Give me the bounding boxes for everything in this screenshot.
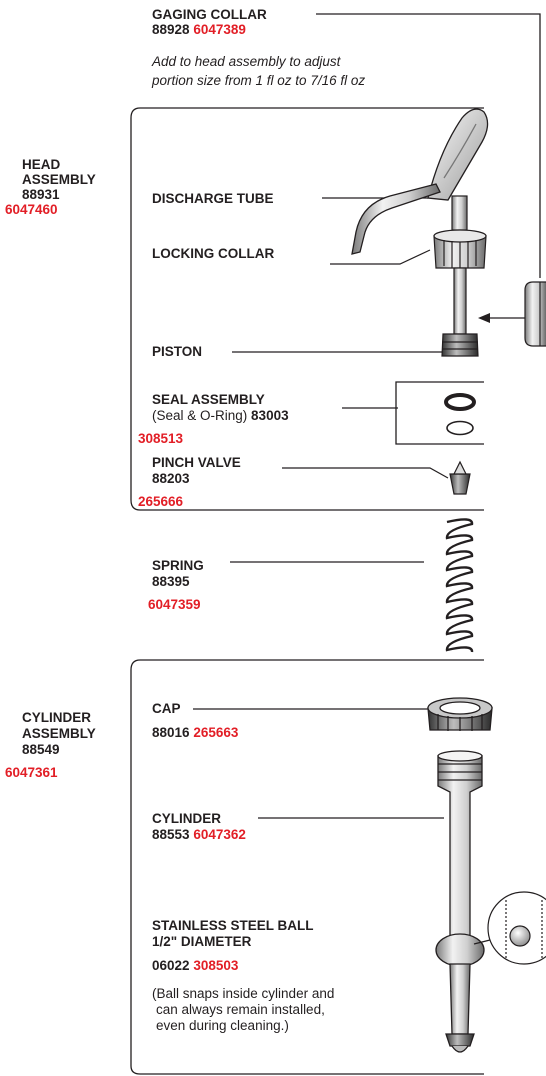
pinch-valve-alt: 265666 bbox=[138, 494, 184, 509]
pinch-valve-icon bbox=[449, 460, 471, 495]
piston-icon bbox=[441, 333, 479, 357]
seal-icon bbox=[444, 393, 476, 411]
gaging-collar-part: 88928 bbox=[152, 22, 190, 37]
head-assembly-line2: ASSEMBLY bbox=[22, 172, 96, 187]
piston-label: PISTON bbox=[152, 344, 203, 359]
spring-label: SPRING bbox=[152, 558, 204, 573]
cap-part: 88016 bbox=[152, 725, 190, 740]
seal-assembly-box bbox=[395, 381, 484, 445]
cylinder-assembly-part: 88549 bbox=[22, 742, 60, 757]
head-assembly-line1: HEAD bbox=[22, 157, 61, 172]
seal-assembly-alt: 308513 bbox=[138, 431, 184, 446]
cylinder-alt: 6047362 bbox=[193, 827, 246, 842]
ball-label-line1: STAINLESS STEEL BALL bbox=[152, 918, 314, 933]
seal-assembly-part: 83003 bbox=[251, 408, 289, 423]
cylinder-part: 88553 bbox=[152, 827, 190, 842]
cap-parts: 88016 265663 bbox=[152, 725, 238, 740]
ball-parts: 06022 308503 bbox=[152, 958, 238, 973]
locking-collar-label: LOCKING COLLAR bbox=[152, 246, 275, 261]
o-ring-icon bbox=[446, 420, 474, 436]
discharge-tube-icon bbox=[351, 183, 441, 255]
head-assembly-bracket bbox=[130, 107, 484, 511]
discharge-tube-label: DISCHARGE TUBE bbox=[152, 191, 274, 206]
head-neck-icon bbox=[451, 195, 468, 231]
cap-label: CAP bbox=[152, 701, 181, 716]
locking-collar-leader bbox=[330, 249, 431, 265]
gaging-collar-parts: 88928 6047389 bbox=[152, 22, 246, 37]
cylinder-assembly-bracket bbox=[130, 659, 484, 1075]
seal-assembly-desc: (Seal & O-Ring) bbox=[152, 408, 248, 423]
cylinder-parts: 88553 6047362 bbox=[152, 827, 246, 842]
cylinder-assembly-line2: ASSEMBLY bbox=[22, 726, 96, 741]
spring-part: 88395 bbox=[152, 574, 190, 589]
spring-alt: 6047359 bbox=[148, 597, 201, 612]
cap-alt: 265663 bbox=[193, 725, 239, 740]
handle-icon bbox=[427, 108, 489, 201]
cap-icon bbox=[427, 697, 493, 731]
gaging-collar-name: GAGING COLLAR bbox=[152, 7, 267, 22]
pinch-valve-part: 88203 bbox=[152, 471, 190, 486]
gaging-collar-leader bbox=[316, 13, 541, 278]
ball-note-1: (Ball snaps inside cylinder and bbox=[152, 986, 335, 1001]
cylinder-icon bbox=[435, 750, 485, 1053]
gaging-collar-alt: 6047389 bbox=[193, 22, 246, 37]
gaging-collar-arrowhead bbox=[478, 313, 490, 323]
ball-part: 06022 bbox=[152, 958, 190, 973]
gaging-collar-note-2: portion size from 1 fl oz to 7/16 fl oz bbox=[152, 73, 366, 88]
piston-rod-icon bbox=[453, 267, 467, 335]
seal-assembly-desc-line: (Seal & O-Ring) 83003 bbox=[152, 408, 289, 423]
locking-collar-icon bbox=[433, 229, 487, 269]
gaging-collar-note-1: Add to head assembly to adjust bbox=[152, 54, 341, 69]
spring-icon bbox=[445, 518, 474, 653]
cylinder-label: CYLINDER bbox=[152, 811, 222, 826]
ball-note-3: even during cleaning.) bbox=[156, 1018, 289, 1033]
cylinder-assembly-alt: 6047361 bbox=[5, 765, 58, 780]
ball-detail-icon bbox=[473, 891, 546, 965]
seal-assembly-label: SEAL ASSEMBLY bbox=[152, 392, 265, 407]
head-assembly-part: 88931 bbox=[22, 187, 60, 202]
ball-alt: 308503 bbox=[193, 958, 239, 973]
pinch-valve-leader bbox=[282, 467, 449, 479]
head-assembly-alt: 6047460 bbox=[5, 202, 58, 217]
cylinder-assembly-line1: CYLINDER bbox=[22, 710, 92, 725]
gaging-collar-icon bbox=[524, 281, 546, 347]
ball-label-line2: 1/2" DIAMETER bbox=[152, 934, 252, 949]
pinch-valve-label: PINCH VALVE bbox=[152, 455, 241, 470]
ball-note-2: can always remain installed, bbox=[156, 1002, 325, 1017]
